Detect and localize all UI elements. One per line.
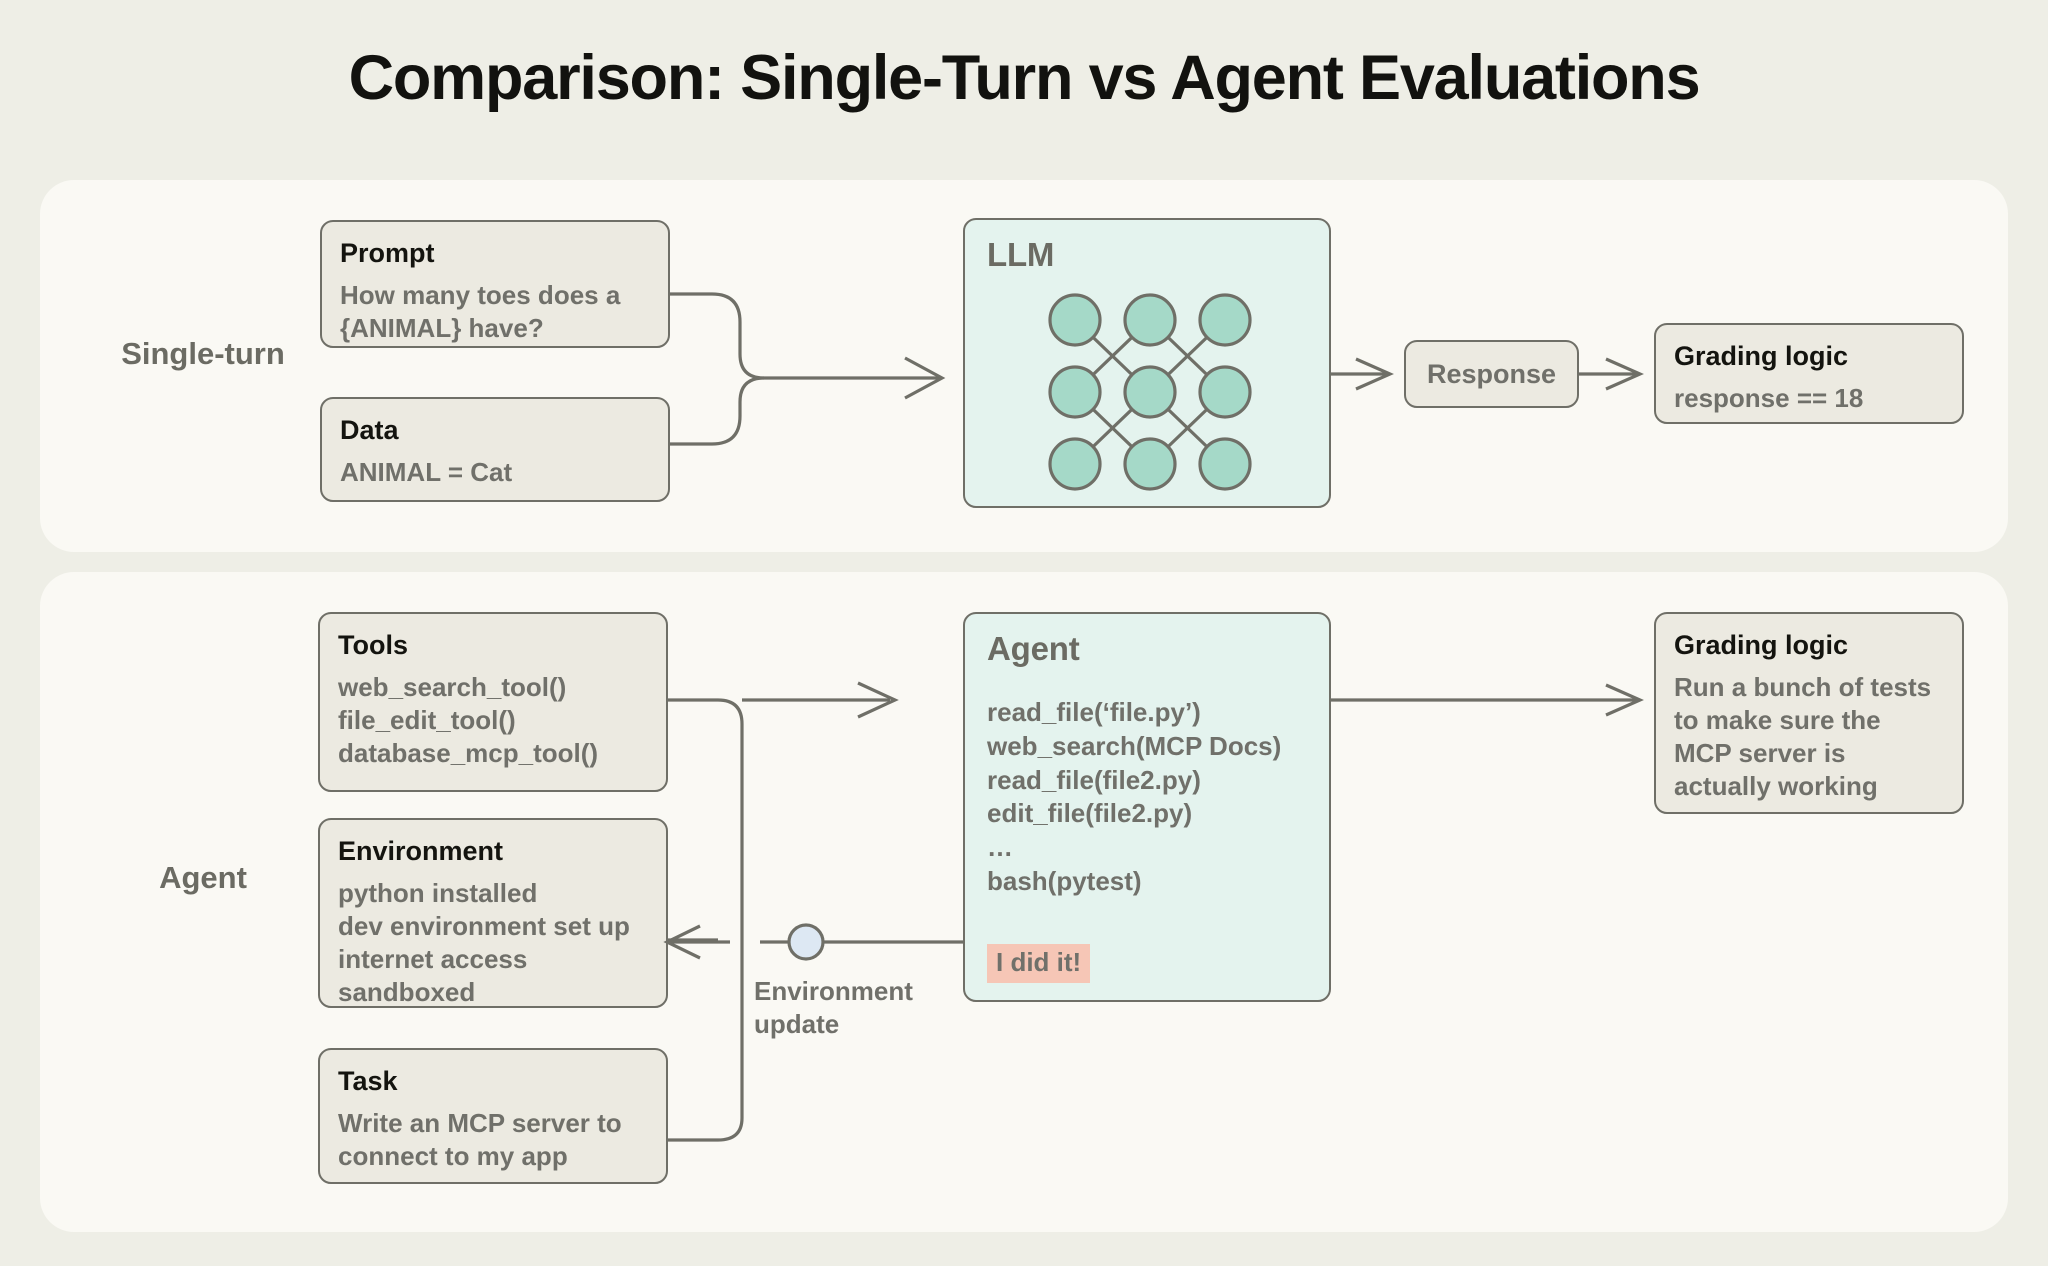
prompt-card-body: How many toes does a {ANIMAL} have? xyxy=(340,280,621,344)
response-pill: Response xyxy=(1404,340,1579,408)
data-card-body: ANIMAL = Cat xyxy=(340,457,513,488)
task-card-body: Write an MCP server to connect to my app xyxy=(338,1108,622,1172)
data-card-header: Data xyxy=(340,415,399,445)
grading-logic-agent-header: Grading logic xyxy=(1674,630,1849,660)
environment-update-label: Environment update xyxy=(754,976,913,1039)
grading-logic-single-body: response == 18 xyxy=(1674,383,1864,414)
tools-card-body: web_search_tool() file_edit_tool() datab… xyxy=(338,672,599,769)
grading-logic-agent-body: Run a bunch of tests to make sure the MC… xyxy=(1674,672,1932,802)
data-card: Data ANIMAL = Cat xyxy=(320,397,670,502)
grading-logic-single-header: Grading logic xyxy=(1674,341,1849,371)
row-label-agent: Agent xyxy=(159,860,247,895)
grading-logic-card-single-turn: Grading logic response == 18 xyxy=(1654,323,1964,424)
prompt-card: Prompt How many toes does a {ANIMAL} hav… xyxy=(320,220,670,348)
task-card: Task Write an MCP server to connect to m… xyxy=(318,1048,668,1184)
agent-done-badge: I did it! xyxy=(987,944,1091,983)
agent-trace-log: read_file(‘file.py’) web_search(MCP Docs… xyxy=(987,697,1282,896)
tools-card: Tools web_search_tool() file_edit_tool()… xyxy=(318,612,668,792)
grading-logic-card-agent: Grading logic Run a bunch of tests to ma… xyxy=(1654,612,1964,814)
agent-box: Agent read_file(‘file.py’) web_search(MC… xyxy=(963,612,1331,1002)
environment-card: Environment python installed dev environ… xyxy=(318,818,668,1008)
row-label-single-turn: Single-turn xyxy=(121,336,285,371)
llm-box: LLM xyxy=(963,218,1331,508)
llm-box-title: LLM xyxy=(987,236,1055,273)
environment-card-header: Environment xyxy=(338,836,504,866)
task-card-header: Task xyxy=(338,1066,398,1096)
environment-card-body: python installed dev environment set up … xyxy=(338,878,630,1008)
tools-card-header: Tools xyxy=(338,630,408,660)
neural-network-icon xyxy=(1048,293,1252,491)
agent-box-title: Agent xyxy=(987,630,1080,667)
prompt-card-header: Prompt xyxy=(340,238,435,268)
page-title: Comparison: Single-Turn vs Agent Evaluat… xyxy=(348,43,1701,113)
